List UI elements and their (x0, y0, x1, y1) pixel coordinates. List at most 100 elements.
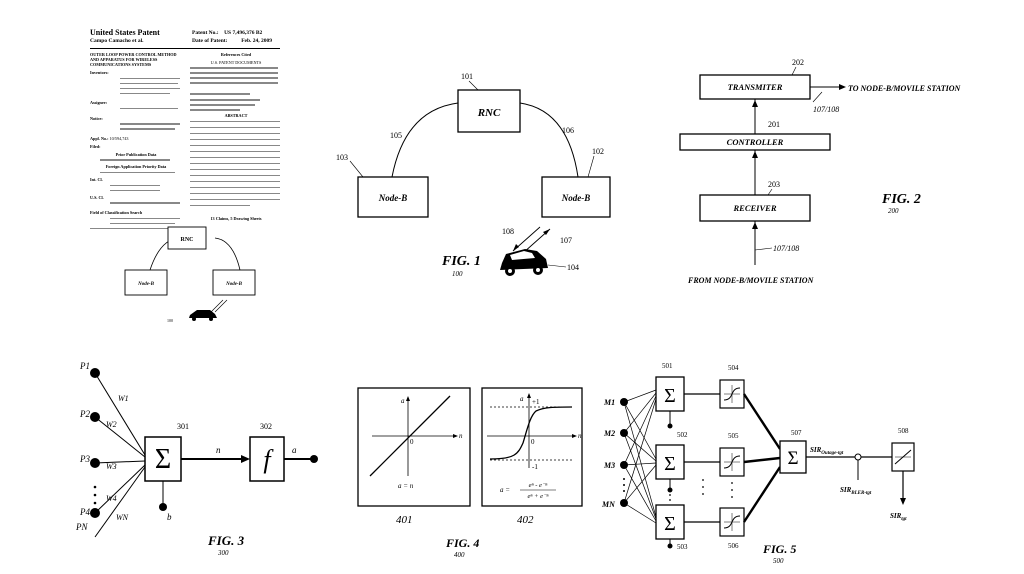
patent-title: OUTER LOOP POWER CONTROL METHOD AND APPA… (90, 52, 177, 68)
linear-axis-a: a (401, 397, 405, 405)
fig5-number: 500 (773, 557, 784, 565)
thumb-nodeb-right-box (212, 269, 256, 296)
ref-201: 201 (768, 120, 780, 129)
int-cl-field: Int. Cl. (90, 177, 103, 183)
sigma-icon: Σ (664, 385, 676, 407)
thumb-nodeb-left-label: Node-B (137, 282, 154, 287)
fig1-number: 100 (452, 270, 463, 278)
fig3-caption: FIG. 3 (207, 533, 245, 548)
input-mn: MN (601, 500, 616, 509)
fig5-caption: FIG. 5 (762, 542, 796, 556)
hidden-neuron-2: Σ (655, 444, 745, 493)
notice-field: Notice: (90, 115, 103, 121)
input-p3: P3 (79, 454, 90, 464)
transmiter-label: TRANSMITER (728, 82, 783, 92)
patent-date: Feb. 24, 2009 (241, 38, 273, 44)
minus-one: -1 (532, 463, 538, 471)
linear-origin: 0 (410, 438, 414, 446)
controller-label: CONTROLLER (727, 137, 784, 147)
claims-line: 13 Claims, 5 Drawing Sheets (210, 216, 262, 222)
receiver-box (699, 194, 811, 222)
output-node (310, 455, 318, 463)
prior-publication: Prior Publication Data (115, 151, 157, 157)
sir-outage-label: SIROutage-tgt (810, 446, 844, 456)
sigma-icon: Σ (155, 444, 171, 475)
summation-box (144, 436, 182, 482)
sir-bler-label: SIRBLER-tgt (840, 486, 872, 496)
patent-date-line: Date of Patent: Feb. 24, 2009 (192, 38, 273, 44)
plus-one: +1 (532, 398, 540, 406)
svg-text:eⁿ - e⁻ⁿ: eⁿ - e⁻ⁿ (529, 482, 549, 489)
radio-link-arrows (512, 226, 551, 254)
linear-equation: a = n (398, 482, 414, 490)
summing-junction (854, 453, 862, 461)
ref-102: 102 (592, 147, 604, 156)
a-label: a (292, 445, 297, 455)
ref-202: 202 (792, 58, 804, 67)
linear-axis-n: n (459, 432, 463, 440)
fig2-caption: FIG. 2 (881, 192, 921, 207)
link-right (214, 237, 241, 271)
ref-503: 503 (677, 543, 688, 551)
tanh-axis-a: a (520, 395, 524, 403)
node-b-left-label: Node-B (378, 193, 408, 203)
sigma-icon: Σ (664, 453, 676, 475)
input-nodes (90, 368, 100, 518)
tanh-curve (489, 406, 573, 460)
appl-no-field: Appl. No.: 10/594,743 (90, 136, 129, 142)
fig4-caption: FIG. 4 (445, 536, 479, 550)
link-106 (519, 102, 579, 178)
transfer-function-box (249, 436, 285, 482)
front-left-column: OUTER LOOP POWER CONTROL METHOD AND APPA… (90, 52, 182, 232)
ref-501: 501 (662, 362, 673, 370)
ref-508: 508 (898, 427, 909, 435)
m-input-nodes (620, 398, 628, 507)
svg-text:eⁿ + e⁻ⁿ: eⁿ + e⁻ⁿ (528, 493, 550, 500)
svg-text:a =: a = (500, 486, 510, 494)
rnc-label: RNC (477, 107, 501, 119)
linear-plot-frame (357, 387, 471, 507)
ref-105: 105 (390, 131, 402, 140)
bias-label: b (167, 512, 172, 522)
thumb-nodeb-left-box (124, 269, 168, 296)
tanh-equation: a = eⁿ - e⁻ⁿ eⁿ + e⁻ⁿ (500, 482, 556, 500)
tanh-origin: 0 (531, 438, 535, 446)
fig4-number: 400 (454, 551, 465, 559)
sigma-icon: Σ (787, 448, 798, 469)
ref-505: 505 (728, 432, 739, 440)
ref-104: 104 (567, 263, 579, 272)
linear-curve (369, 395, 451, 477)
weight-w2: W2 (106, 420, 117, 429)
ref-108: 108 (502, 227, 514, 236)
weight-w1: W1 (118, 394, 129, 403)
ref-402: 402 (517, 514, 534, 526)
abstract-heading: ABSTRACT (224, 113, 248, 119)
field-search: Field of Classification Search (90, 210, 143, 216)
input-p1: P1 (79, 361, 90, 371)
ref-302: 302 (260, 422, 272, 431)
fig3-number: 300 (217, 549, 229, 557)
weight-w4: W4 (106, 494, 117, 503)
ref-203: 203 (768, 180, 780, 189)
filed-field: Filed: (90, 143, 101, 149)
fig1-caption: FIG. 1 (441, 254, 481, 269)
patent-number-line: Patent No.: US 7,496,376 B2 (192, 30, 263, 36)
patent-front-page: United States Patent Campo Camacho et al… (90, 28, 280, 325)
figure-5: M1 M2 M3 MN Σ Σ Σ (601, 362, 915, 565)
ref-103: 103 (336, 153, 348, 162)
ref-107-108-top: 107/108 (813, 105, 839, 114)
sigma-icon: Σ (664, 513, 676, 535)
ref-504: 504 (728, 364, 739, 372)
hidden-neuron-s: Σ (655, 504, 745, 549)
patent-number: US 7,496,376 B2 (224, 30, 263, 36)
front-page-figure: RNC Node-B Node-B 100 (124, 226, 256, 323)
patent-office: United States Patent (90, 28, 160, 37)
output-neuron: Σ (779, 440, 807, 474)
input-m3: M3 (603, 461, 615, 470)
bias-node (159, 503, 167, 511)
thumb-ref-100: 100 (167, 318, 173, 323)
rnc-box (457, 89, 521, 133)
to-node-b-label: TO NODE-B/MOVILE STATION (848, 84, 962, 93)
input-p2: P2 (79, 409, 90, 419)
output-connections (742, 393, 782, 523)
